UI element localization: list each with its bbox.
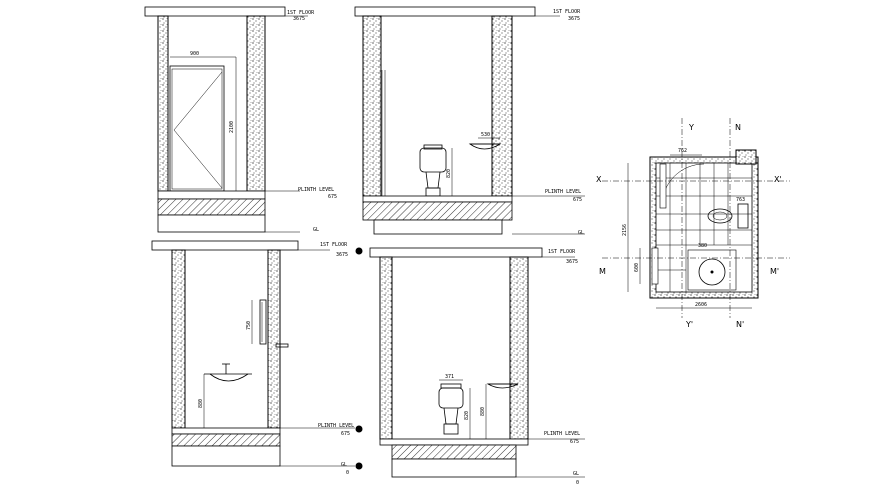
level-marker: [355, 425, 363, 433]
gl-label-d: GL: [573, 471, 579, 477]
elevation-d: 371 820 880 1ST FLOOR 3675 PLINTH LEVEL …: [369, 247, 585, 486]
section-mark-n-prime: N': [736, 320, 744, 329]
first-floor-label-d: 1ST FLOOR: [548, 249, 576, 255]
section-mark-y: Y: [688, 123, 694, 132]
section-mark-m: M: [599, 267, 606, 276]
right-wall: [267, 249, 281, 429]
gl-level-d: 0: [576, 480, 579, 486]
left-wall: [379, 256, 393, 440]
wc-width-dim: 371: [445, 374, 454, 380]
right-wall: [491, 15, 513, 197]
plan-dim-left-total: 2156: [622, 224, 628, 236]
first-floor-label-c: 1ST FLOOR: [320, 242, 348, 248]
first-floor-level-c: 3675: [336, 252, 348, 258]
plinth-level-a: 675: [328, 194, 337, 200]
plinth-level-d: 675: [570, 439, 579, 445]
gl-label-a: GL: [313, 227, 319, 233]
elevation-b: 530 820 1ST FLOOR 3675 PLINTH LEVEL 675 …: [354, 6, 585, 236]
first-floor-label-a: 1ST FLOOR: [287, 10, 315, 16]
door-width-dim: 900: [190, 51, 199, 57]
first-floor-level-a: 3675: [293, 16, 305, 22]
basin-height-dim-d: 880: [480, 407, 486, 416]
left-wall: [171, 249, 186, 429]
floor-tiles: [656, 163, 752, 292]
first-floor-level-b: 3675: [568, 16, 580, 22]
plan-dim-top: 762: [678, 148, 687, 154]
right-wall: [246, 15, 266, 192]
wc-elevation: [419, 144, 447, 197]
plan-dim-right-small: 763: [736, 197, 745, 203]
level-marker: [355, 247, 363, 255]
level-marker: [355, 462, 363, 470]
gl-label-c: GL: [341, 462, 347, 468]
basin-width-dim: 530: [481, 132, 490, 138]
plan-dim-left-part: 600: [634, 263, 640, 272]
door: [169, 65, 225, 192]
section-mark-x: X: [596, 175, 602, 184]
wc-plan: [707, 203, 749, 229]
section-mark-y-prime: Y': [685, 320, 693, 329]
basin-height-dim-c: 880: [198, 399, 204, 408]
floor-plan: X X' Y Y' N N' M M' 762 2156 600 763 380…: [596, 118, 790, 329]
plinth-label-d: PLINTH LEVEL: [544, 431, 580, 437]
mirror-height-dim: 750: [246, 321, 252, 330]
basin-plan: [687, 249, 737, 291]
gl-level-c: 0: [346, 470, 349, 476]
mirror: [259, 299, 267, 345]
wc-height-dim-d: 820: [464, 411, 470, 420]
plinth-level-b: 675: [573, 197, 582, 203]
wc-height-dim: 820: [446, 169, 452, 178]
wc-elevation-d: [438, 383, 464, 435]
section-mark-x-prime: X': [774, 175, 782, 184]
section-mark-n: N: [735, 123, 741, 132]
plinth-label-a: PLINTH LEVEL: [298, 187, 334, 193]
basin-elevation-c: [204, 363, 252, 382]
first-floor-level-d: 3675: [566, 259, 578, 265]
elevation-c: 750 880 1ST FLOOR 3675 PLINTH LEVEL 675 …: [151, 240, 363, 476]
plinth-label-c: PLINTH LEVEL: [318, 423, 354, 429]
plinth-level-c: 675: [341, 431, 350, 437]
first-floor-label-b: 1ST FLOOR: [553, 9, 581, 15]
foundation: [157, 198, 266, 216]
left-wall: [362, 15, 382, 197]
right-wall: [509, 256, 529, 440]
gl-label-b: GL: [578, 230, 584, 236]
plan-dim-wc: 380: [698, 243, 707, 249]
plan-dim-bottom: 2606: [695, 302, 707, 308]
elevation-a: 900 2100 1ST FLOOR 3675 PLINTH LEVEL 675…: [144, 6, 337, 233]
left-wall: [157, 15, 169, 192]
section-mark-m-prime: M': [770, 267, 779, 276]
roof-slab: [144, 6, 286, 17]
door-height-dim: 2100: [229, 121, 235, 133]
plinth-label-b: PLINTH LEVEL: [545, 189, 581, 195]
